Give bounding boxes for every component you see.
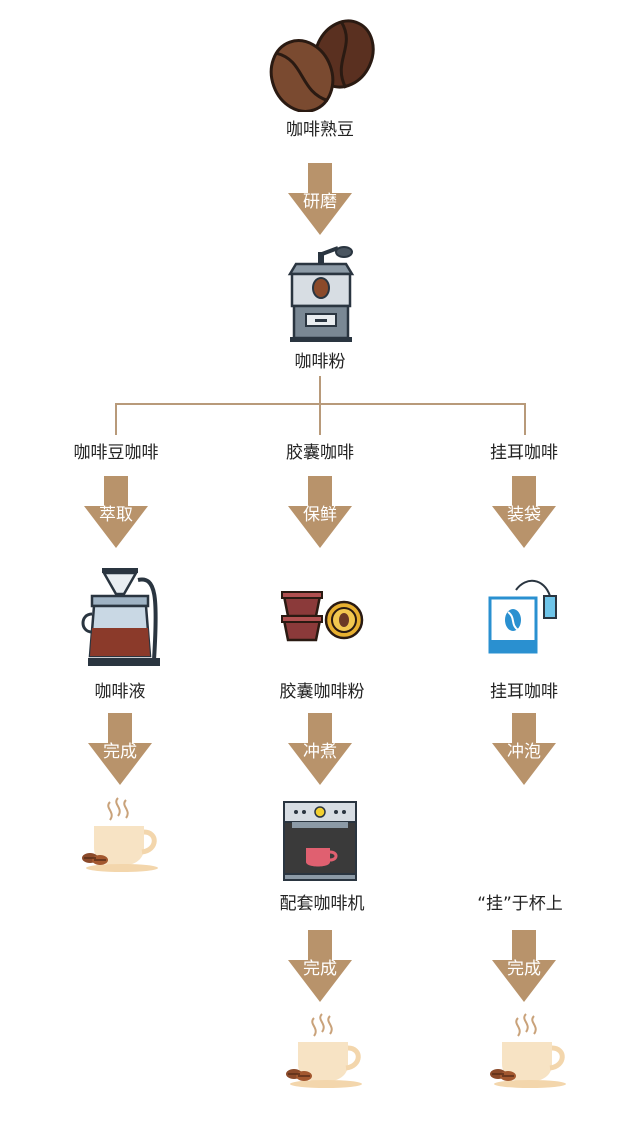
grind-step-label: 研磨 — [303, 192, 337, 212]
drip-bag-icon — [486, 576, 566, 664]
connector-left — [115, 403, 117, 435]
finish-arrow-capsule: 完成 — [288, 930, 352, 1002]
brew-step-label: 冲煮 — [303, 742, 337, 762]
finish-arrow-drip: 完成 — [492, 930, 556, 1002]
branch-title-capsule-coffee: 胶囊咖啡 — [286, 443, 354, 463]
bagging-step-label: 装袋 — [507, 505, 541, 525]
finish-step-label-capsule: 完成 — [303, 959, 337, 979]
connector-stem — [319, 376, 321, 404]
preserve-arrow: 保鲜 — [288, 476, 352, 548]
extract-step-label: 萃取 — [99, 505, 133, 525]
beans-label: 咖啡熟豆 — [286, 120, 354, 140]
result-coffee-liquid: 咖啡液 — [94, 682, 146, 702]
grind-arrow: 研磨 — [288, 163, 352, 235]
coffee-cup-icon — [78, 796, 162, 880]
result-hang-on-cup: “挂”于杯上 — [477, 894, 563, 914]
preserve-step-label: 保鲜 — [303, 505, 337, 525]
finish-arrow-bean: 完成 — [88, 713, 152, 785]
finish-step-label-drip: 完成 — [507, 959, 541, 979]
bagging-arrow: 装袋 — [492, 476, 556, 548]
coffee-cup-icon — [486, 1012, 570, 1096]
branch-title-bean-coffee: 咖啡豆咖啡 — [73, 443, 159, 463]
extract-arrow: 萃取 — [84, 476, 148, 548]
result-machine: 配套咖啡机 — [279, 894, 365, 914]
steep-step-label: 冲泡 — [507, 742, 541, 762]
coffee-cup-icon — [282, 1012, 366, 1096]
connector-center — [319, 403, 321, 435]
steep-arrow: 冲泡 — [492, 713, 556, 785]
result-drip-bag: 挂耳咖啡 — [490, 682, 558, 702]
brew-arrow: 冲煮 — [288, 713, 352, 785]
capsule-icon — [278, 590, 366, 650]
powder-label: 咖啡粉 — [294, 352, 346, 372]
branch-title-drip-bag-coffee: 挂耳咖啡 — [490, 443, 558, 463]
result-capsule-powder: 胶囊咖啡粉 — [279, 682, 365, 702]
connector-right — [524, 403, 526, 435]
pour-over-icon — [76, 566, 164, 674]
espresso-machine-icon — [282, 800, 358, 886]
finish-step-label-bean: 完成 — [103, 742, 137, 762]
coffee-beans-icon — [266, 18, 378, 116]
coffee-grinder-icon — [284, 244, 358, 348]
